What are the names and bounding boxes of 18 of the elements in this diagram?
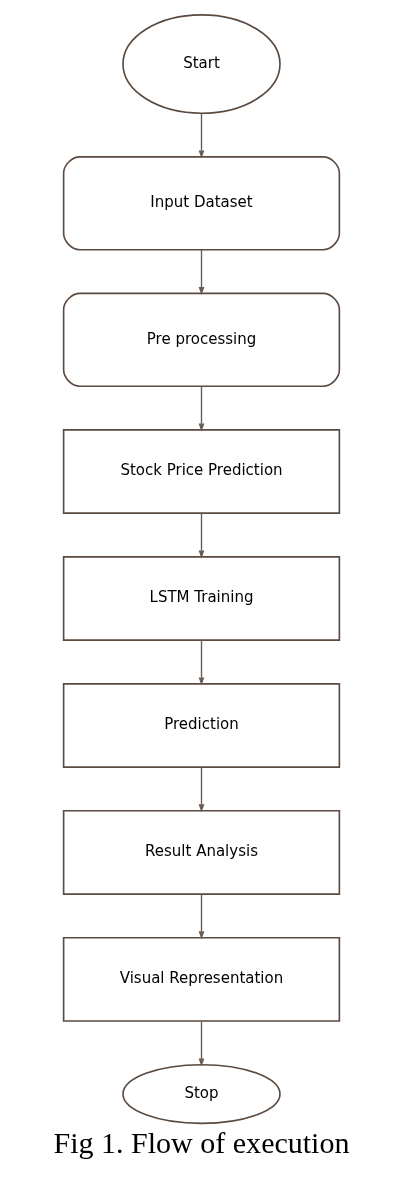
arrow (198, 249, 204, 296)
node-box: Result Analysis (62, 809, 340, 895)
arrow (198, 112, 204, 159)
node-ellipse: Start (121, 14, 281, 114)
node-box: Pre processing (62, 292, 340, 388)
node-box: Stock Price Prediction (62, 429, 340, 514)
caption: Fig 1. Flow of execution (53, 1125, 349, 1159)
node-ellipse: Stop (121, 1063, 281, 1125)
node-box: Visual Representation (62, 936, 340, 1022)
arrow (198, 766, 204, 813)
arrow (198, 1020, 204, 1067)
arrow (198, 639, 204, 686)
node-box: Input Dataset (62, 156, 340, 251)
arrow (198, 893, 204, 940)
node-box: Prediction (62, 683, 340, 768)
arrow (198, 385, 204, 432)
arrow (198, 512, 204, 559)
node-box: LSTM Training (62, 556, 340, 641)
